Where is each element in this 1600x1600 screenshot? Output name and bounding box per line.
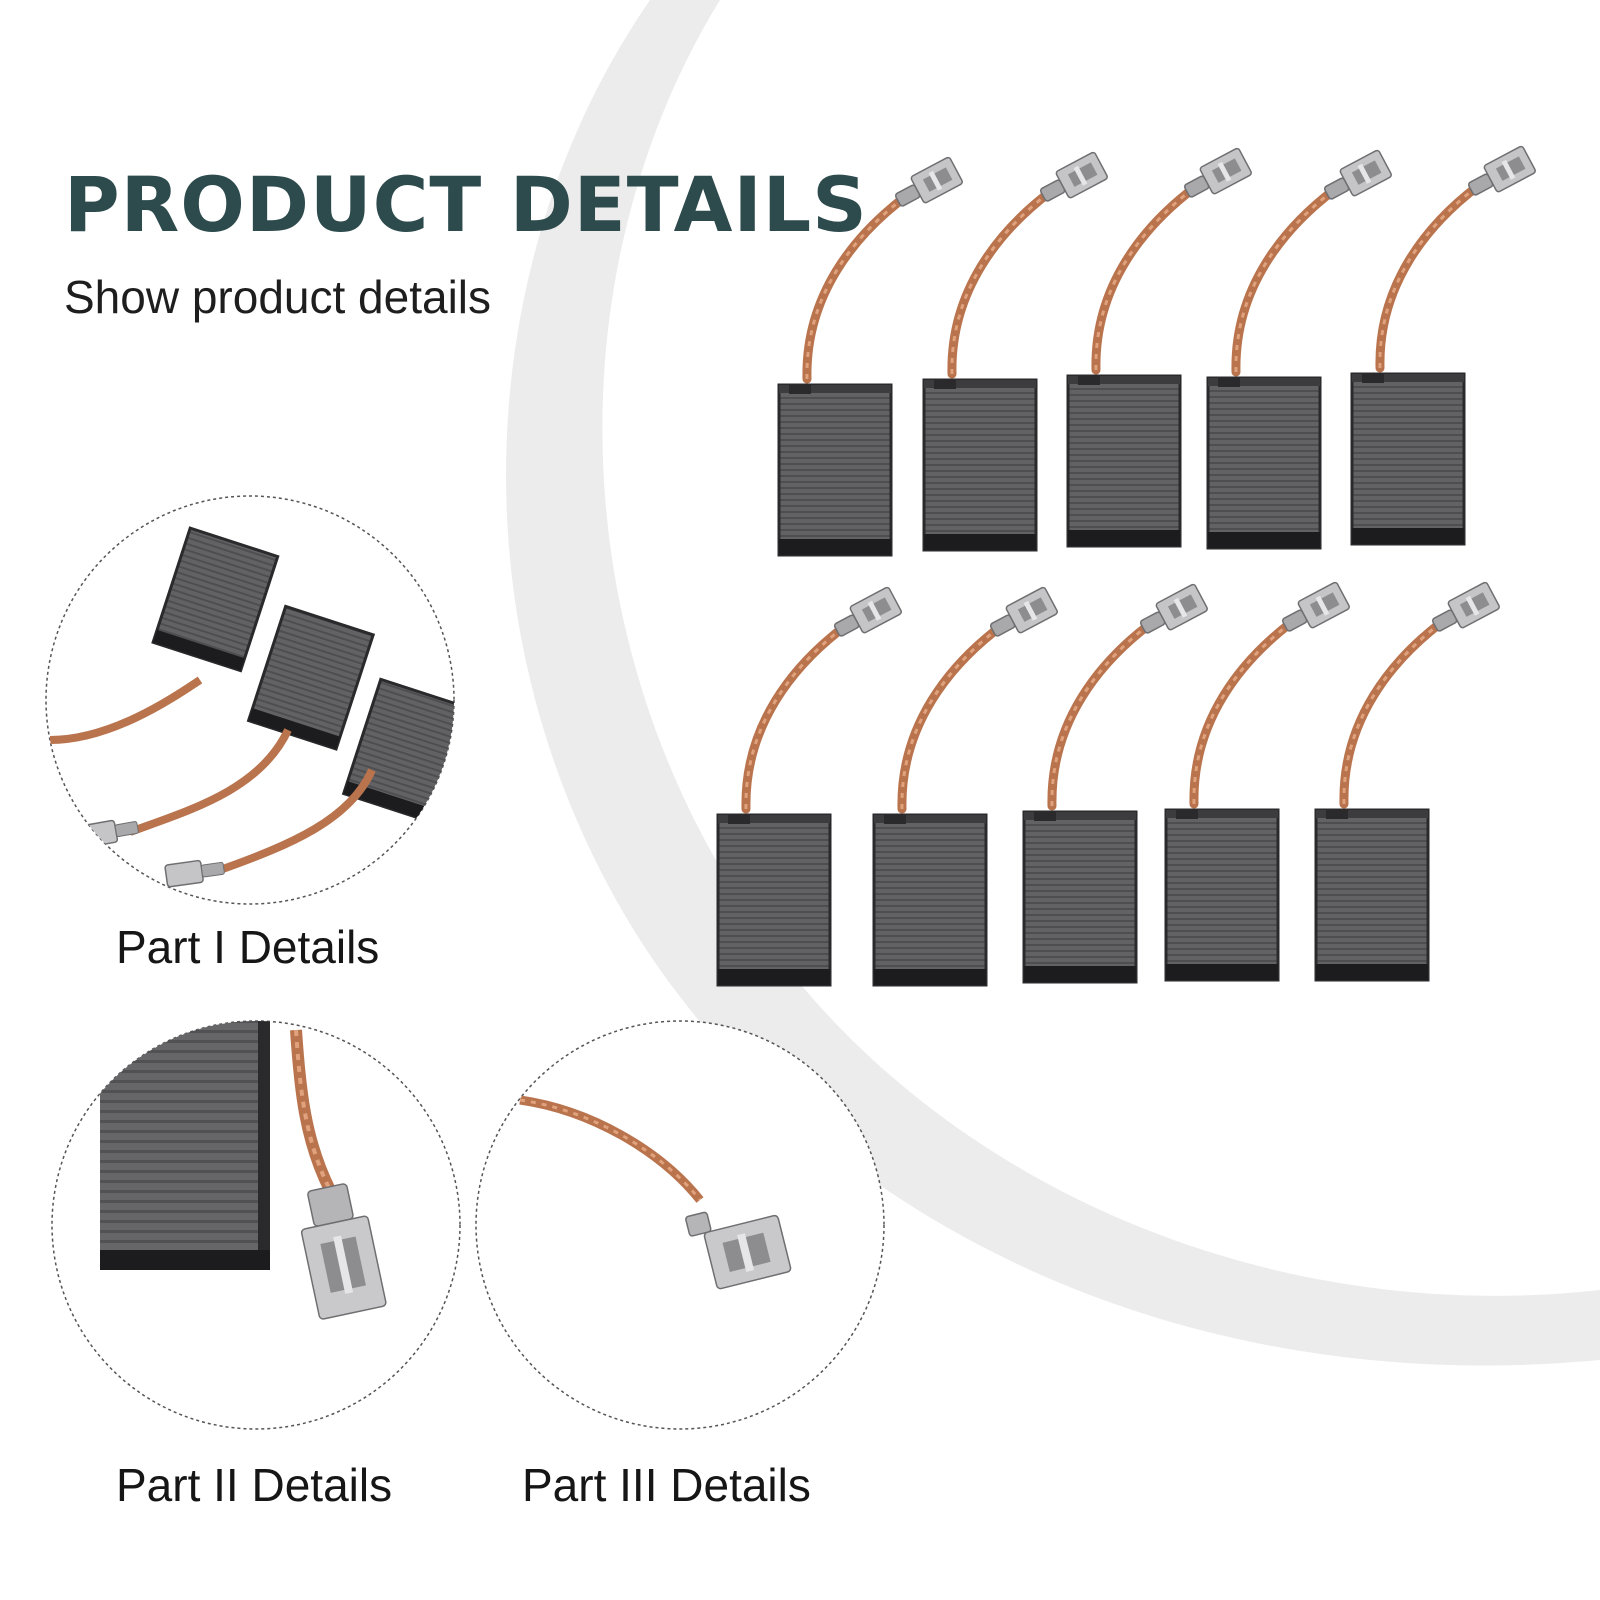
page-title: PRODUCT DETAILS [64, 160, 868, 249]
part1-caption: Part I Details [116, 921, 380, 973]
part3-caption: Part III Details [522, 1459, 811, 1511]
detail-circle-part2 [51, 1020, 461, 1430]
page-subtitle: Show product details [64, 271, 492, 323]
background-swoosh [506, 0, 1600, 1366]
part2-caption: Part II Details [116, 1459, 393, 1511]
detail-circle-part1 [45, 495, 455, 905]
detail-circle-part3 [475, 1020, 885, 1430]
brush-grid [718, 146, 1536, 985]
